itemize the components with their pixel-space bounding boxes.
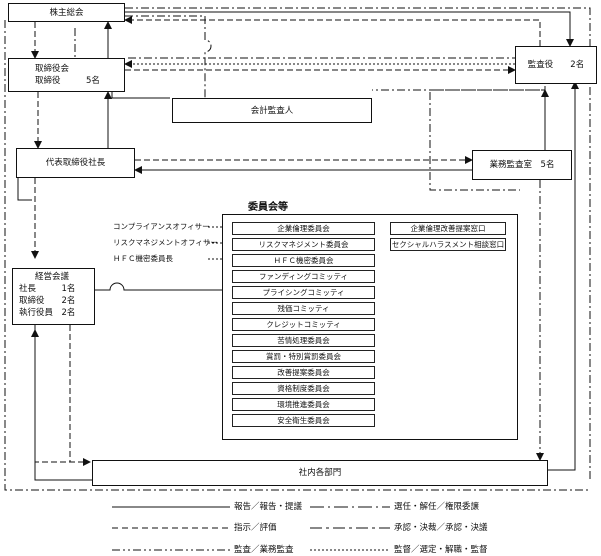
committee-item: 苦情処理委員会 [232,334,375,347]
committee-item: 安全衛生委員会 [232,414,375,427]
president-label: 代表取締役社長 [45,158,106,168]
management-title: 経営会議 [35,272,70,282]
committee-item: リスクマネジメント委員会 [232,238,375,251]
shareholders-box: 株主総会 [8,3,125,22]
management-box: 経営会議 社長 1名 取締役 2名 執行役員 2名 [12,268,95,325]
committee-item: クレジットコミッティ [232,318,375,331]
legend-label: 監督／選定・解職・監督 [394,545,488,555]
committee-item: 残価コミッティ [232,302,375,315]
committee-item: プライシングコミッティ [232,286,375,299]
legend-label: 指示／評価 [234,523,277,533]
legend-label: 承認・決裁／承認・決議 [394,523,488,533]
internal-audit-box: 業務監査室 5名 [472,150,572,180]
departments-label: 社内各部門 [298,468,342,478]
committee-item: 環境推進委員会 [232,398,375,411]
window-item: 企業倫理改善提案窓口 [390,222,506,235]
committee-item: ＨＦＣ機密委員会 [232,254,375,267]
committees-title: 委員会等 [248,202,288,213]
management-line: 社長 1名 [19,284,76,294]
committee-item: 賞罰・特別賞罰委員会 [232,350,375,363]
accounting-auditor-box: 会計監査人 [172,98,372,123]
departments-box: 社内各部門 [92,460,548,486]
auditors-label: 監査役 2名 [527,60,585,70]
board-subtitle: 取締役 5名 [35,76,100,86]
committee-item: 企業倫理委員会 [232,222,375,235]
committee-item: 資格制度委員会 [232,382,375,395]
officer-label: ＨＦＣ機密委員長 [113,254,173,263]
window-item: セクシャルハラスメント相談窓口 [390,238,506,251]
accounting-auditor-label: 会計監査人 [250,106,294,116]
president-box: 代表取締役社長 [16,148,135,178]
management-line: 執行役員 2名 [19,308,76,318]
legend-label: 選任・解任／権限委譲 [394,502,480,512]
officer-label: リスクマネジメントオフィサー [113,238,218,247]
internal-audit-label: 業務監査室 5名 [489,160,555,170]
committee-item: ファンディングコミッティ [232,270,375,283]
management-line: 取締役 2名 [19,296,76,306]
board-title: 取締役会 [35,64,70,74]
auditors-box: 監査役 2名 [515,46,597,84]
board-box: 取締役会 取締役 5名 [8,58,125,92]
committee-item: 改善提案委員会 [232,366,375,379]
officer-label: コンプライアンスオフィサー [113,222,210,231]
legend-label: 監査／業務監査 [234,545,294,555]
legend-label: 報告／報告・提議 [234,502,303,512]
shareholders-label: 株主総会 [49,8,84,18]
